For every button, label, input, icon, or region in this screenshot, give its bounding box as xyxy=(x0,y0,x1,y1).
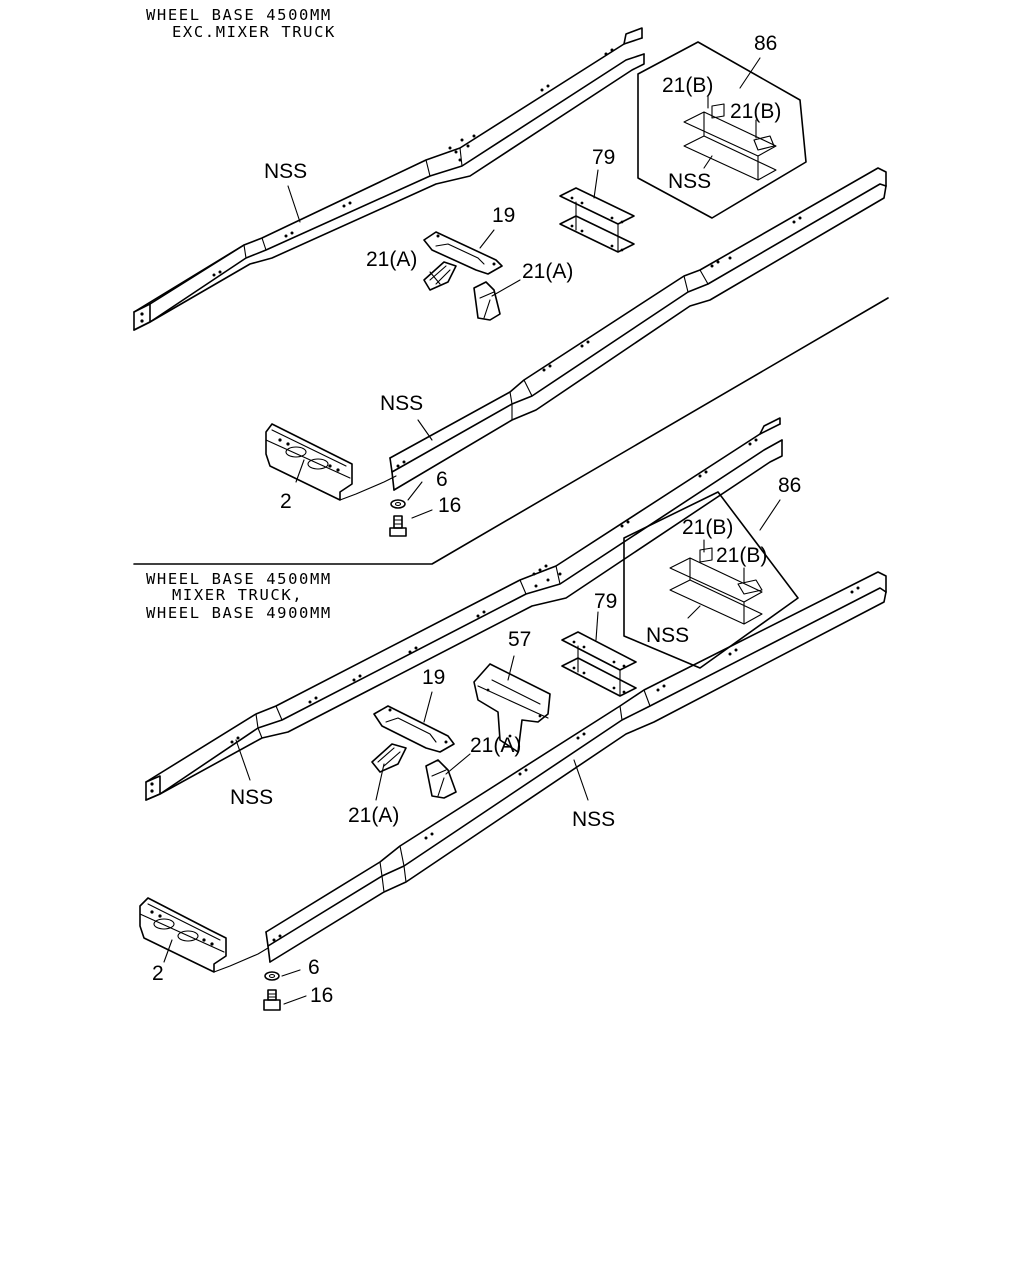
lower-title-line1: WHEEL BASE 4500MM xyxy=(146,570,332,588)
upper-callout-21b-2: 21(B) xyxy=(730,100,781,123)
upper-bolt-16 xyxy=(389,515,407,537)
lower-bolt-16 xyxy=(263,989,281,1011)
upper-callout-2: 2 xyxy=(280,490,292,513)
lower-callout-79: 79 xyxy=(594,590,617,613)
lower-part-19 xyxy=(373,705,455,753)
upper-callout-21a-1: 21(A) xyxy=(366,248,417,271)
upper-callout-86: 86 xyxy=(754,32,777,55)
lower-callout-19: 19 xyxy=(422,666,445,689)
lower-callout-21a-1: 21(A) xyxy=(348,804,399,827)
upper-callout-nss-right: NSS xyxy=(380,392,423,415)
upper-callout-21a-2: 21(A) xyxy=(522,260,573,283)
lower-washer-6 xyxy=(264,971,280,981)
lower-callout-86: 86 xyxy=(778,474,801,497)
lower-part-79 xyxy=(561,631,637,697)
lower-part-2-front-crossmember xyxy=(139,897,269,973)
lower-left-side-rail xyxy=(145,417,783,801)
lower-callout-6: 6 xyxy=(308,956,320,979)
lower-part-21a-right xyxy=(425,759,457,799)
upper-callout-21b-1: 21(B) xyxy=(662,74,713,97)
upper-section: WHEEL BASE 4500MM EXC.MIXER TRUCK xyxy=(133,6,887,537)
upper-callout-nss-left: NSS xyxy=(264,160,307,183)
lower-callout-nss-left: NSS xyxy=(230,786,273,809)
lower-title-line2: MIXER TRUCK, xyxy=(172,586,303,604)
upper-callout-nss-inset: NSS xyxy=(668,170,711,193)
upper-inset-86 xyxy=(637,41,807,219)
lower-inset-86 xyxy=(623,491,799,669)
upper-part-21a-left xyxy=(423,261,457,291)
lower-callout-21b-2: 21(B) xyxy=(716,544,767,567)
upper-title-line2: EXC.MIXER TRUCK xyxy=(172,23,336,41)
upper-callout-19: 19 xyxy=(492,204,515,227)
lower-callout-57: 57 xyxy=(508,628,531,651)
section-divider xyxy=(133,297,889,565)
upper-part-79 xyxy=(559,187,635,253)
upper-left-side-rail xyxy=(133,27,645,331)
upper-callout-79: 79 xyxy=(592,146,615,169)
upper-callout-6: 6 xyxy=(436,468,448,491)
lower-right-side-rail xyxy=(265,571,887,963)
upper-part-2-front-crossmember xyxy=(265,423,397,501)
lower-callout-nss-inset: NSS xyxy=(646,624,689,647)
lower-part-57 xyxy=(473,663,551,753)
lower-callout-16: 16 xyxy=(310,984,333,1007)
lower-callout-nss-right: NSS xyxy=(572,808,615,831)
lower-section: WHEEL BASE 4500MM MIXER TRUCK, WHEEL BAS… xyxy=(139,417,887,1011)
upper-leader-lines xyxy=(287,57,761,519)
lower-callout-21a-2: 21(A) xyxy=(470,734,521,757)
lower-callout-21b-1: 21(B) xyxy=(682,516,733,539)
lower-part-21a-left xyxy=(371,743,407,773)
upper-callout-16: 16 xyxy=(438,494,461,517)
upper-washer-6 xyxy=(390,499,406,509)
upper-right-side-rail xyxy=(389,167,887,491)
lower-leader-lines xyxy=(163,499,781,1005)
lower-title-line3: WHEEL BASE 4900MM xyxy=(146,604,332,622)
upper-part-19 xyxy=(423,231,503,275)
lower-callout-2: 2 xyxy=(152,962,164,985)
upper-part-21a-right xyxy=(473,281,501,321)
upper-title-line1: WHEEL BASE 4500MM xyxy=(146,6,332,24)
